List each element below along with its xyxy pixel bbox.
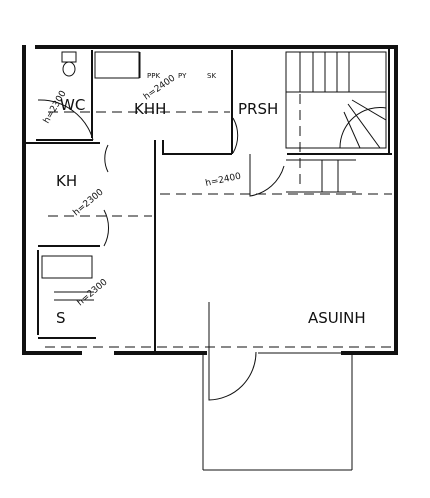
stair (285, 51, 387, 193)
door-kh-swing (104, 144, 109, 173)
doors (37, 99, 285, 401)
khh-sink (94, 51, 140, 79)
stair-winder-2 (347, 103, 381, 149)
balcony (202, 352, 353, 471)
room-s-label: S (56, 309, 66, 327)
toilet-bowl (62, 61, 76, 77)
height-main-label: h=2400 (205, 172, 243, 189)
door-balcony-swing (208, 302, 257, 401)
fixture-ppk-label: PPK (147, 72, 160, 80)
room-labels: WC KHH PRSH KH S ASUINH (56, 96, 366, 327)
toilet-tank (61, 51, 77, 63)
stair-curve (339, 107, 387, 149)
stair-winder-1 (351, 99, 387, 121)
fixture-sk-label: SK (207, 72, 216, 80)
door-s-swing (103, 209, 110, 247)
door-wc-swing (37, 99, 94, 141)
stair-outline (285, 51, 387, 149)
s-bench (41, 255, 93, 279)
dashed-lines (45, 78, 392, 348)
room-khh-label: KHH (134, 100, 166, 118)
room-asuinh-label: ASUINH (308, 309, 366, 327)
door-main-swing (249, 154, 285, 197)
stair-winder-3 (343, 111, 361, 149)
fixture-labels: PPK PY SK (147, 72, 216, 80)
height-kh-label: h=2300 (72, 187, 106, 218)
door-prsh-swing (232, 117, 239, 154)
inner-walls (24, 47, 392, 353)
room-wc-label: WC (60, 96, 85, 114)
fixture-py-label: PY (178, 72, 187, 80)
room-kh-label: KH (56, 172, 77, 190)
height-s-label: h=2300 (76, 277, 110, 308)
fixtures (41, 51, 141, 301)
room-prsh-label: PRSH (238, 100, 278, 118)
